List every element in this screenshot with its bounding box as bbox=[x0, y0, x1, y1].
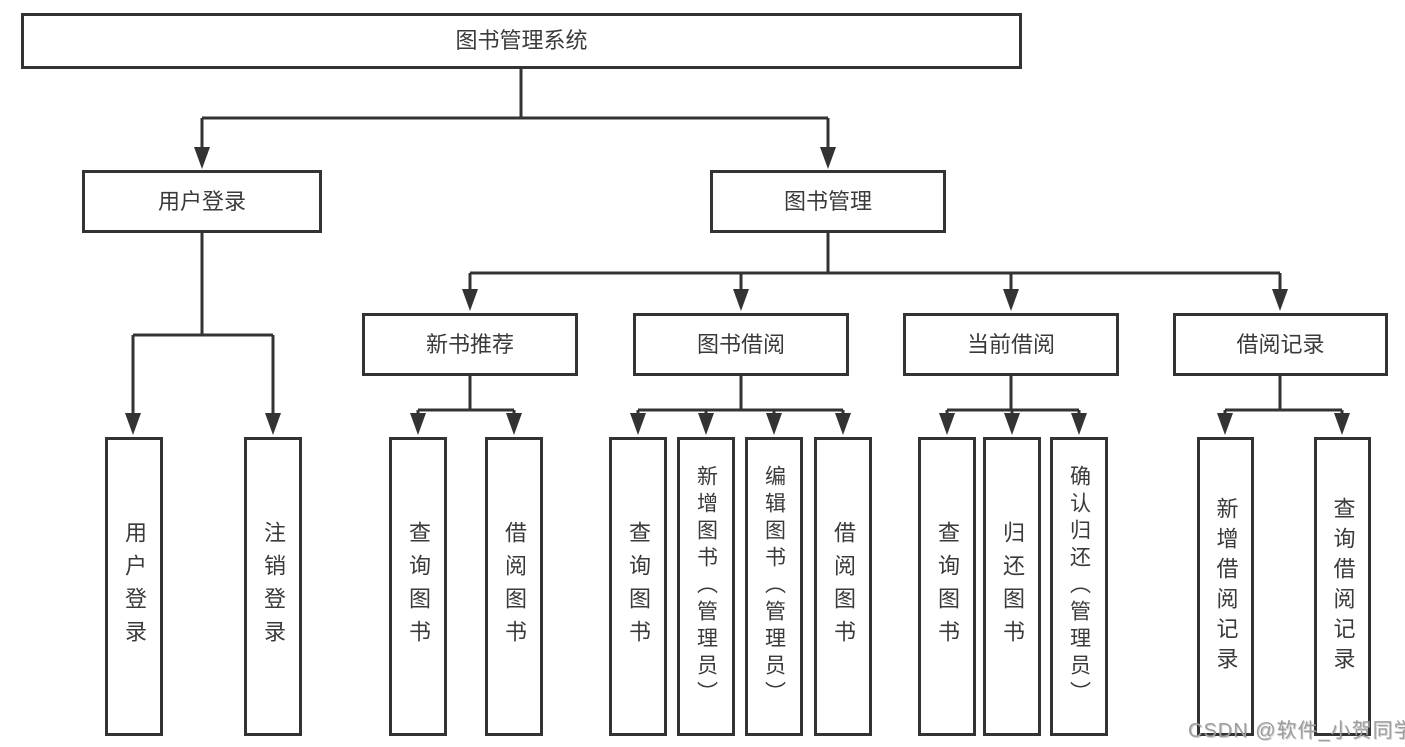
leaf-query-books: 查询图书 bbox=[609, 437, 667, 736]
node-user-login: 用户登录 bbox=[82, 170, 322, 233]
leaf-query-books: 查询图书 bbox=[389, 437, 447, 736]
arrowhead bbox=[1004, 413, 1020, 435]
node-current-borrow: 当前借阅 bbox=[903, 313, 1119, 376]
arrowhead bbox=[835, 413, 851, 435]
arrowhead bbox=[698, 413, 714, 435]
node-book-borrow: 图书借阅 bbox=[633, 313, 849, 376]
leaf-edit-books-admin: 编辑图书（管理员） bbox=[745, 437, 803, 736]
leaf-query-borrow-record: 查询借阅记录 bbox=[1314, 437, 1371, 736]
arrowhead bbox=[410, 413, 426, 435]
arrowhead bbox=[1003, 289, 1019, 311]
arrowhead bbox=[820, 147, 836, 169]
leaf-user-login: 用户登录 bbox=[105, 437, 163, 736]
node-book-management: 图书管理 bbox=[710, 170, 946, 233]
leaf-borrow-books: 借阅图书 bbox=[485, 437, 543, 736]
leaf-confirm-return-admin: 确认归还（管理员） bbox=[1050, 437, 1108, 736]
leaf-logout: 注销登录 bbox=[244, 437, 302, 736]
arrowhead bbox=[733, 289, 749, 311]
arrowhead bbox=[265, 413, 281, 435]
arrowhead bbox=[506, 413, 522, 435]
leaf-add-borrow-record: 新增借阅记录 bbox=[1197, 437, 1254, 736]
arrowhead bbox=[630, 413, 646, 435]
arrowhead bbox=[1071, 413, 1087, 435]
leaf-return-books: 归还图书 bbox=[983, 437, 1041, 736]
arrowhead bbox=[766, 413, 782, 435]
arrowhead bbox=[125, 413, 141, 435]
leaf-query-books: 查询图书 bbox=[918, 437, 976, 736]
watermark: CSDN @软件_小贺同学 bbox=[1188, 720, 1405, 742]
node-new-book-recommend: 新书推荐 bbox=[362, 313, 578, 376]
node-library-management-system: 图书管理系统 bbox=[21, 13, 1022, 69]
arrowhead bbox=[462, 289, 478, 311]
arrowhead bbox=[1217, 413, 1233, 435]
leaf-add-books-admin: 新增图书（管理员） bbox=[677, 437, 735, 736]
node-borrow-records: 借阅记录 bbox=[1173, 313, 1388, 376]
arrowhead bbox=[939, 413, 955, 435]
arrowhead bbox=[1272, 289, 1288, 311]
leaf-borrow-books: 借阅图书 bbox=[814, 437, 872, 736]
arrowhead bbox=[194, 147, 210, 169]
arrowheads bbox=[125, 147, 1350, 435]
arrowhead bbox=[1334, 413, 1350, 435]
